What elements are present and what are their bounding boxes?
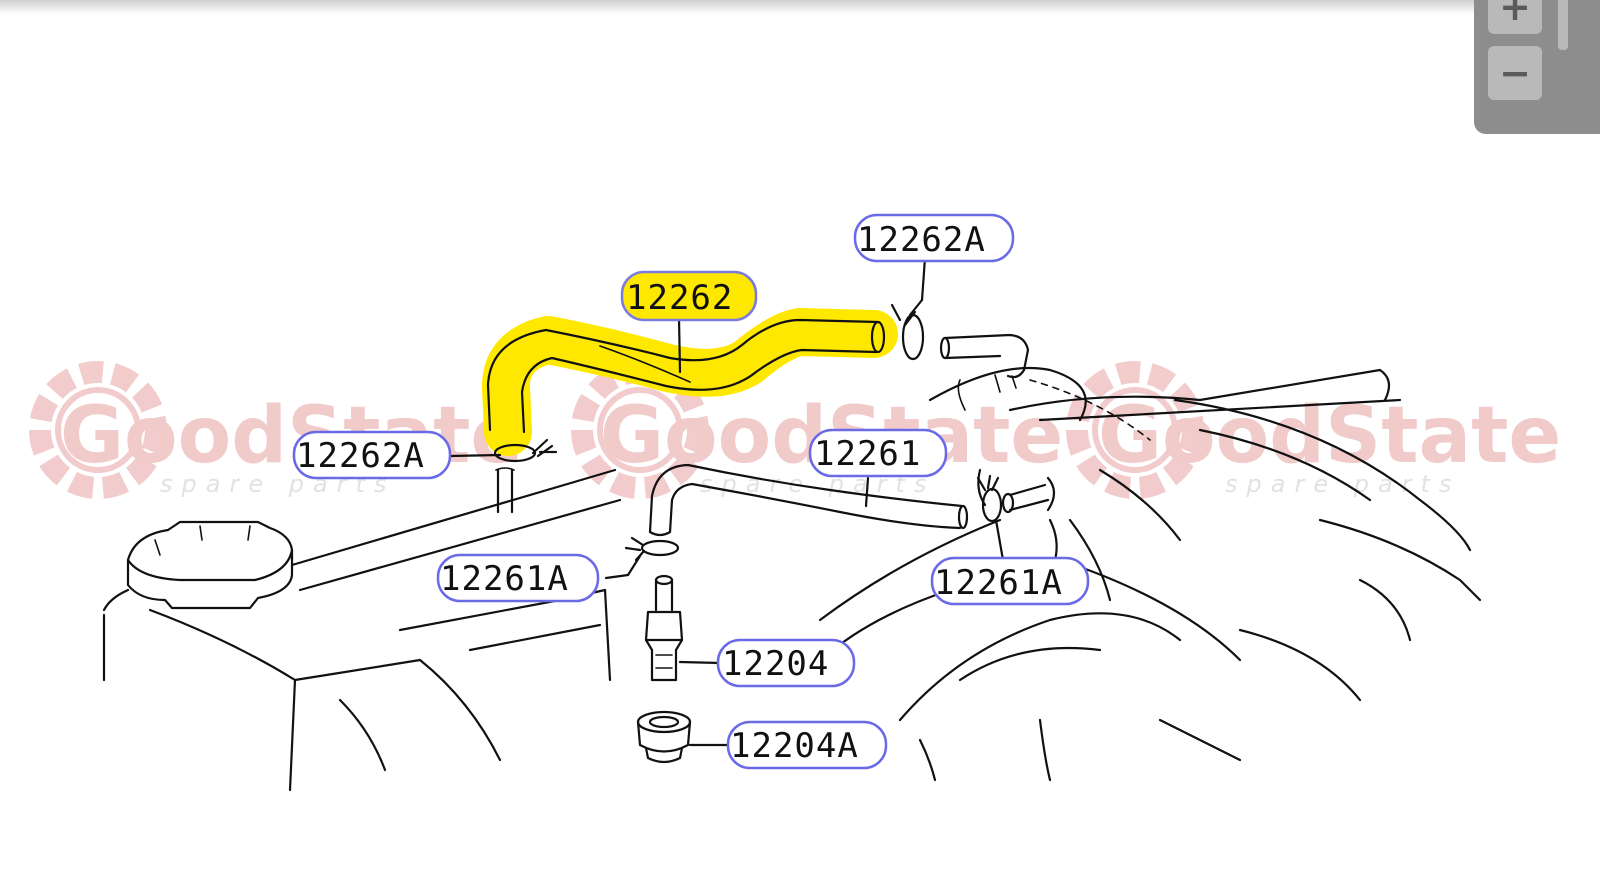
label-12261[interactable]: 12261 [808, 428, 948, 478]
label-12204A-text: 12204A [730, 726, 859, 766]
label-12262A-top-text: 12262A [857, 220, 986, 260]
pcv-valve-12204[interactable] [644, 574, 684, 682]
hose-12261[interactable] [648, 463, 969, 537]
label-12262[interactable]: 12262 [620, 270, 758, 322]
zoom-out-button[interactable]: − [1488, 46, 1542, 100]
top-edge-shadow [0, 0, 1600, 14]
label-12261A-left-text: 12261A [440, 559, 569, 599]
label-12262A-top[interactable]: 12262A [853, 213, 1015, 263]
label-12262A-left[interactable]: 12262A [292, 430, 452, 480]
label-12204A[interactable]: 12204A [726, 720, 888, 770]
zoom-control-panel: + − [1474, 0, 1600, 134]
watermark-left: GoodState spare parts [29, 361, 523, 499]
label-12204-text: 12204 [722, 644, 829, 684]
label-12261A-left[interactable]: 12261A [436, 553, 600, 603]
hose-12262-highlighted[interactable] [482, 308, 898, 456]
zoom-side-handle[interactable] [1558, 0, 1568, 50]
grommet-12204A[interactable] [636, 710, 692, 764]
watermark-right: GoodState spare parts [1066, 361, 1561, 499]
label-12261A-right[interactable]: 12261A [930, 556, 1090, 606]
watermark-brand-right: GoodState [1098, 391, 1561, 481]
clamp-12261A-right[interactable] [976, 474, 1003, 523]
clamp-12262A-left[interactable] [493, 438, 558, 463]
label-12204[interactable]: 12204 [716, 638, 856, 688]
engine-outline [102, 333, 1482, 792]
watermark-brand-left: GoodState [60, 391, 523, 481]
clamp-12261A-left[interactable] [624, 536, 680, 562]
label-12262-text: 12262 [626, 278, 733, 318]
clamp-12262A-top[interactable] [890, 298, 925, 361]
watermark-tagline-right: spare parts [1225, 470, 1460, 498]
label-12261A-right-text: 12261A [934, 563, 1063, 603]
zoom-in-button[interactable]: + [1488, 0, 1542, 34]
label-12261-text: 12261 [814, 434, 921, 474]
label-12262A-left-text: 12262A [296, 436, 425, 476]
